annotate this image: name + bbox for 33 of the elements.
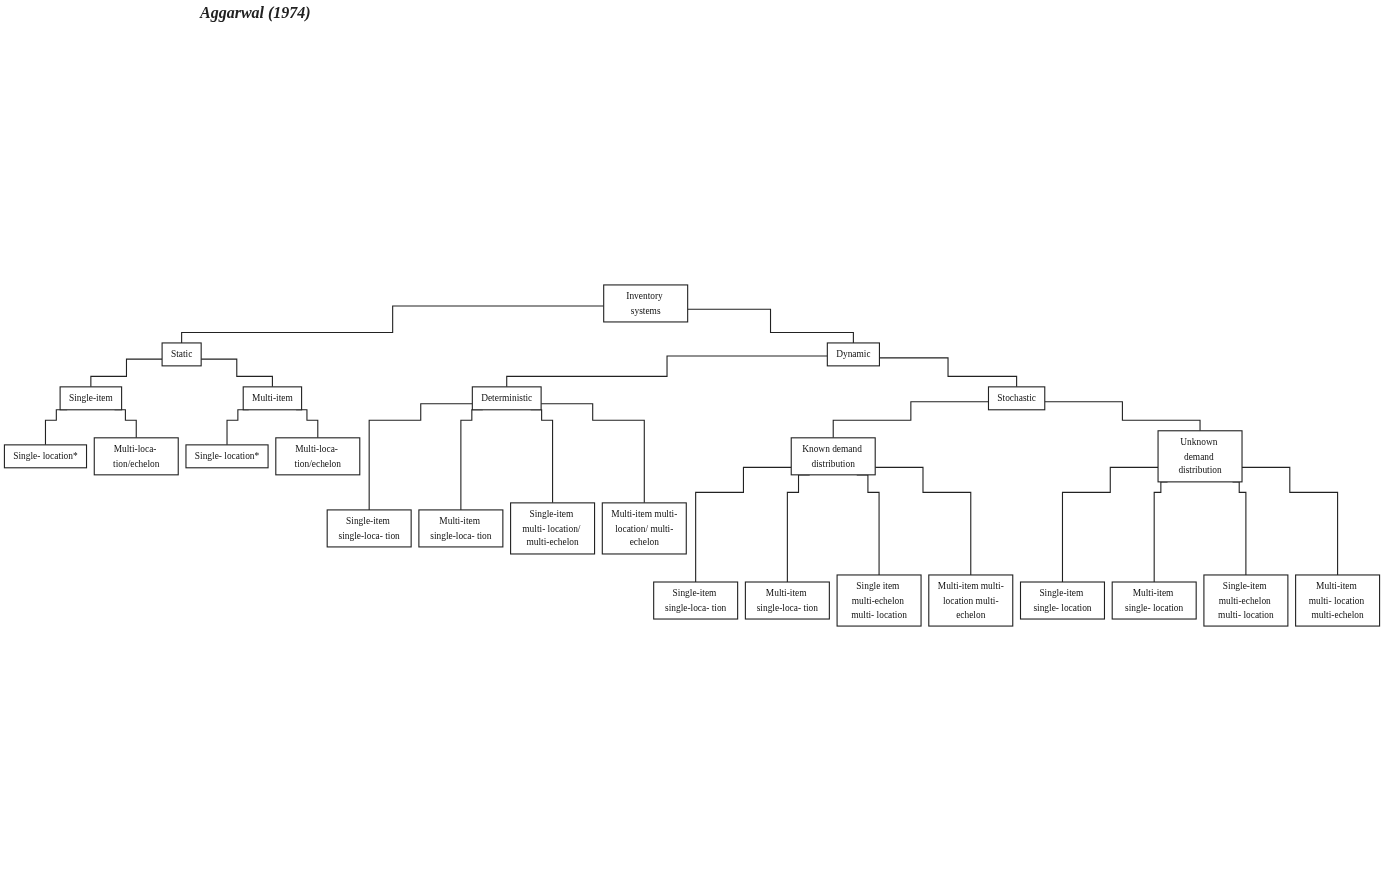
node-box: Inventory systems [603,284,689,323]
connector [695,466,792,583]
node-box: Single- location* [185,444,269,469]
node-box: Single-item [59,386,123,411]
connector [368,403,473,511]
node-box: Single-item single- location [1019,581,1105,620]
node-box: Single-item multi- location/ multi-echelon [510,502,596,555]
node-box: Multi-item multi-location/ multi-echelon [601,502,687,555]
node-box: Multi-item multi- location multi-echelon [1295,574,1381,627]
node-box: Multi-loca- tion/echelon [275,437,361,476]
node-box: Stochastic [987,386,1046,411]
node-box: Deterministic [471,386,542,411]
node-box: Multi-item [242,386,303,411]
node-box: Multi-item single- location [1111,581,1197,620]
node-box: Multi-item single-loca- tion [418,509,504,548]
node-box: Dynamic [826,342,880,367]
connector [1044,401,1201,432]
node-box: Single-item multi-echelon multi- location [1203,574,1289,627]
node-box: Single item multi-echelon multi- location [836,574,922,627]
node-box: Known demand distribution [790,437,876,476]
node-box: Multi-loca- tion/echelon [93,437,179,476]
connector [506,355,828,388]
connector [90,358,163,388]
node-box: Single-item single-loca- tion [326,509,412,548]
node-box: Multi-item single-loca- tion [744,581,830,620]
node-box: Single-item single-loca- tion [653,581,739,620]
connector [1061,466,1159,583]
citation-note: Aggarwal (1974) [200,4,311,22]
node-box: Unknown demand distribution [1157,430,1243,483]
node-box: Multi-item multi-location multi-echelon [928,574,1014,627]
node-box: Static [161,342,202,367]
connector [687,308,854,344]
node-box: Single- location* [3,444,88,469]
